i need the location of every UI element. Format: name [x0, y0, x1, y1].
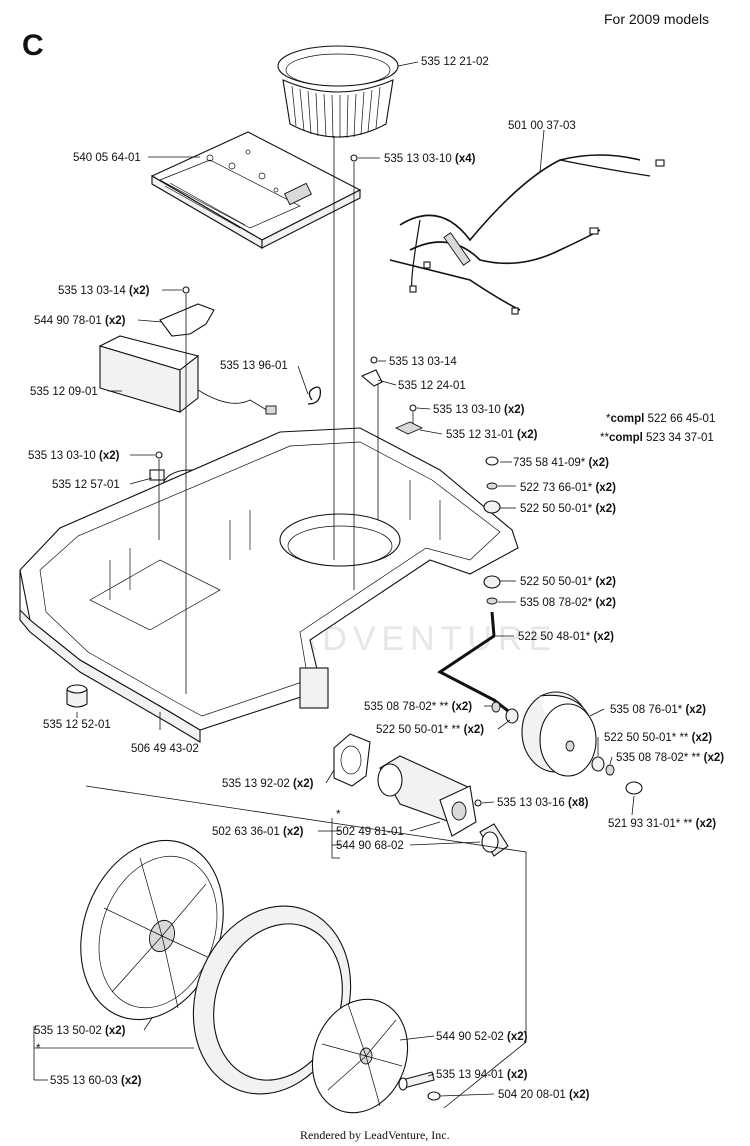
bracket-drawing — [159, 303, 215, 337]
part-label: 544 90 52-02 (x2) — [436, 1031, 528, 1043]
part-label: 504 20 08-01 (x2) — [498, 1089, 590, 1101]
part-label: 506 49 43-02 — [131, 743, 199, 755]
legend-entry-compl-1: *compl 522 66 45-01 — [606, 413, 715, 425]
wheel-rim-drawing — [80, 839, 224, 1021]
part-label: 535 13 03-10 (x4) — [384, 153, 476, 165]
part-label: 535 12 57-01 — [52, 479, 120, 491]
part-label: 535 13 50-02 (x2) — [34, 1025, 126, 1037]
circuit-board-drawing — [150, 131, 362, 249]
spring-clip-drawing — [307, 386, 322, 405]
bushing-drawing — [66, 684, 88, 708]
part-label: 535 13 03-10 (x2) — [433, 404, 525, 416]
section-letter: C — [22, 29, 44, 62]
part-label: 535 08 78-02* ** (x2) — [364, 701, 472, 713]
chassis-drawing — [19, 427, 519, 743]
part-label: 535 13 92-02 (x2) — [222, 778, 314, 790]
part-label: 544 90 78-01 (x2) — [34, 315, 126, 327]
front-wheel-drawing — [521, 691, 597, 777]
part-label: 535 13 03-10 (x2) — [28, 450, 120, 462]
legend: *compl 522 66 45-01 **compl 523 34 37-01 — [600, 413, 715, 444]
part-label: 522 50 50-01* ** (x2) — [604, 732, 712, 744]
bolt-drawing — [398, 1071, 441, 1101]
collar-ring-drawing — [277, 45, 399, 139]
part-label: 735 58 41-09* (x2) — [513, 457, 609, 469]
part-label: 535 08 76-01* (x2) — [610, 704, 706, 716]
wheel-group-box — [85, 785, 527, 1109]
part-label: 535 12 21-02 — [421, 56, 489, 68]
part-label: 540 05 64-01 — [73, 152, 141, 164]
part-label: 502 63 36-01 (x2) — [212, 826, 304, 838]
clip-drawing — [360, 369, 383, 387]
part-label: 501 00 37-03 — [508, 120, 576, 132]
part-label: 535 13 94-01 (x2) — [436, 1069, 528, 1081]
part-label: 521 93 31-01* ** (x2) — [608, 818, 716, 830]
motor-drawing — [377, 755, 477, 837]
part-label: 535 12 09-01 — [30, 386, 98, 398]
legend-entry-compl-2: **compl 523 34 37-01 — [600, 432, 714, 444]
bearing-drawing — [491, 701, 643, 795]
part-label: 522 73 66-01* (x2) — [520, 482, 616, 494]
part-label: 535 08 78-02* (x2) — [520, 597, 616, 609]
part-label: 535 12 31-01 (x2) — [446, 429, 538, 441]
part-label: 535 13 96-01 — [220, 360, 288, 372]
part-label: 535 13 03-14 — [389, 356, 457, 368]
hub-drawing — [479, 823, 509, 857]
battery-drawing — [98, 335, 277, 415]
tire-drawing — [192, 905, 352, 1095]
plate-drawing — [394, 421, 424, 435]
wiring-harness-drawing — [389, 154, 665, 315]
screw-icons — [155, 154, 482, 807]
asterisk-note: * — [36, 1043, 41, 1055]
part-label: 522 50 48-01* (x2) — [518, 631, 614, 643]
part-label: 522 50 50-01* (x2) — [520, 503, 616, 515]
part-labels: 535 12 21-02 501 00 37-03 540 05 64-01 5… — [28, 56, 724, 1101]
part-label: 522 50 50-01* (x2) — [520, 576, 616, 588]
hubcap-drawing — [311, 998, 409, 1114]
part-label: 535 12 52-01 — [43, 719, 111, 731]
part-label: 502 49 81-01 — [336, 826, 404, 838]
footer-credit: Rendered by LeadVenture, Inc. — [300, 1128, 450, 1142]
part-label: 535 08 78-02* ** (x2) — [616, 752, 724, 764]
asterisk-note: * — [336, 809, 341, 821]
part-label: 544 90 68-02 — [336, 840, 404, 852]
header-note: For 2009 models — [604, 11, 709, 27]
part-label: 522 50 50-01* ** (x2) — [376, 724, 484, 736]
part-label: 535 13 03-16 (x8) — [497, 797, 589, 809]
leader-lines — [33, 61, 635, 1097]
part-label: 535 13 03-14 (x2) — [58, 285, 150, 297]
part-label: 535 13 60-03 (x2) — [50, 1075, 142, 1087]
gasket-drawing — [333, 733, 371, 787]
hub-parts-drawing — [483, 456, 501, 605]
part-label: 535 12 24-01 — [398, 380, 466, 392]
